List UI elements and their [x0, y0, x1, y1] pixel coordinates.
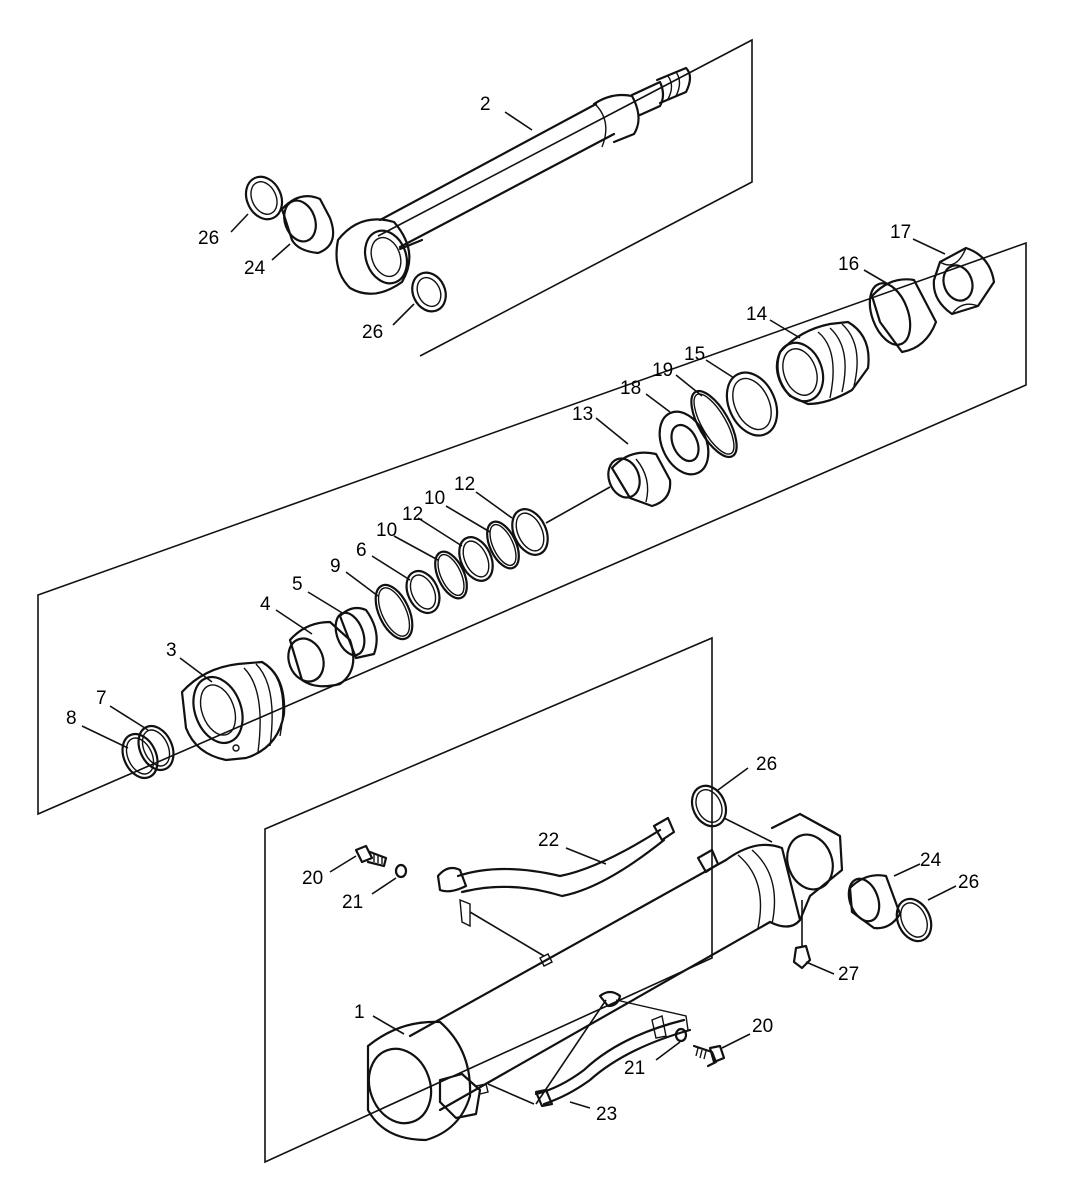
- callout-26: 26: [958, 872, 979, 893]
- callout-2: 2: [480, 94, 491, 115]
- callout-1: 1: [354, 1002, 365, 1023]
- callout-20: 20: [752, 1016, 773, 1037]
- callout-14: 14: [746, 304, 768, 325]
- piston-rod-assembly: [244, 66, 692, 313]
- callout-22: 22: [538, 830, 559, 851]
- cylinder-tube-assembly: [354, 784, 933, 1142]
- callout-9: 9: [330, 556, 341, 577]
- callout-12: 12: [454, 474, 475, 495]
- callout-24: 24: [920, 850, 942, 871]
- callout-12: 12: [402, 504, 423, 525]
- callout-6: 6: [356, 540, 367, 561]
- callout-10: 10: [424, 488, 445, 509]
- frame-lines: [37, 38, 1027, 1164]
- callout-24: 24: [244, 258, 266, 279]
- callout-27: 27: [838, 964, 859, 985]
- callout-18: 18: [620, 378, 641, 399]
- leader-lines: [81, 111, 957, 1109]
- callout-21: 21: [342, 892, 363, 913]
- callout-3: 3: [166, 640, 177, 661]
- callout-19: 19: [652, 360, 673, 381]
- callout-26: 26: [198, 228, 219, 249]
- callout-labels: 2 26 24 26 17 16 14 15 19 18 13 12 10 12…: [66, 94, 979, 1125]
- piston-seal-assembly: [121, 246, 996, 780]
- callout-26: 26: [362, 322, 383, 343]
- callout-17: 17: [890, 222, 911, 243]
- callout-23: 23: [596, 1104, 617, 1125]
- callout-20: 20: [302, 868, 323, 889]
- callout-4: 4: [260, 594, 271, 615]
- callout-5: 5: [292, 574, 303, 595]
- callout-8: 8: [66, 708, 77, 729]
- callout-13: 13: [572, 404, 593, 425]
- callout-16: 16: [838, 254, 859, 275]
- callout-15: 15: [684, 344, 705, 365]
- callout-26: 26: [756, 754, 777, 775]
- callout-7: 7: [96, 688, 107, 709]
- callout-10: 10: [376, 520, 397, 541]
- callout-21: 21: [624, 1058, 645, 1079]
